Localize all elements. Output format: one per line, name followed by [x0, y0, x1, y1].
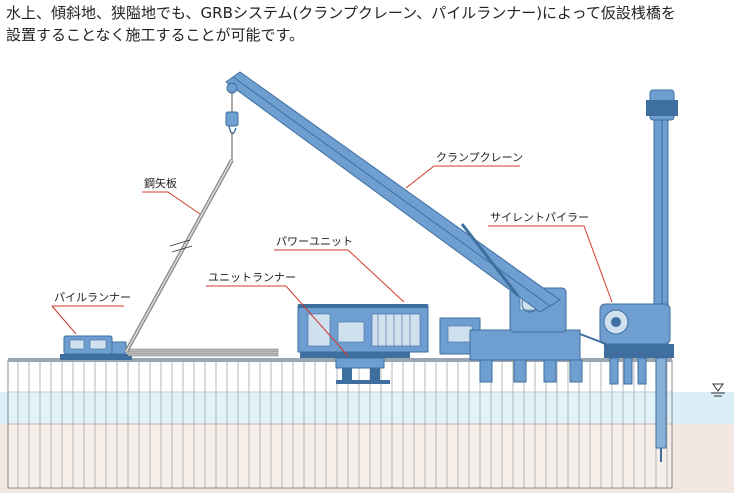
label-pile-runner: パイルランナー: [54, 291, 131, 304]
leader-pile-runner-diag: [51, 305, 77, 335]
water-level-icon: [711, 383, 725, 397]
leader-silent-piler: [488, 225, 613, 303]
pile-runner-machine: [60, 335, 132, 360]
clamp-crane-machine: [225, 71, 583, 383]
headline-line-1: 水上、傾斜地、狭隘地でも、GRBシステム(クランプクレーン、パイルランナー)によ…: [6, 4, 676, 22]
label-power-unit: パワーユニット: [276, 235, 353, 248]
suspended-sheet-pile: [124, 159, 234, 353]
leader-unit-runner: [206, 285, 349, 357]
label-steel-sheet-pile: 鋼矢板: [144, 176, 177, 190]
sheet-pile-wall: [7, 359, 673, 489]
label-unit-runner: ユニットランナー: [208, 271, 296, 284]
leader-power-unit: [274, 249, 405, 303]
silent-piler-machine: [579, 89, 678, 462]
headline: 水上、傾斜地、狭隘地でも、GRBシステム(クランプクレーン、パイルランナー)によ…: [6, 2, 730, 46]
leader-clamp-crane-diag: [405, 165, 435, 189]
unit-runner-machine: [300, 350, 410, 384]
power-unit-machine: [297, 304, 429, 353]
label-clamp-crane: クランプクレーン: [436, 151, 523, 164]
leader-steel-sheet-pile: [142, 191, 201, 215]
headline-line-2: 設置することなく施工することが可能です。: [6, 26, 305, 44]
label-silent-piler: サイレントパイラー: [490, 211, 589, 224]
sheet-pile-bundle: [127, 348, 279, 357]
leader-lines: [51, 165, 613, 357]
